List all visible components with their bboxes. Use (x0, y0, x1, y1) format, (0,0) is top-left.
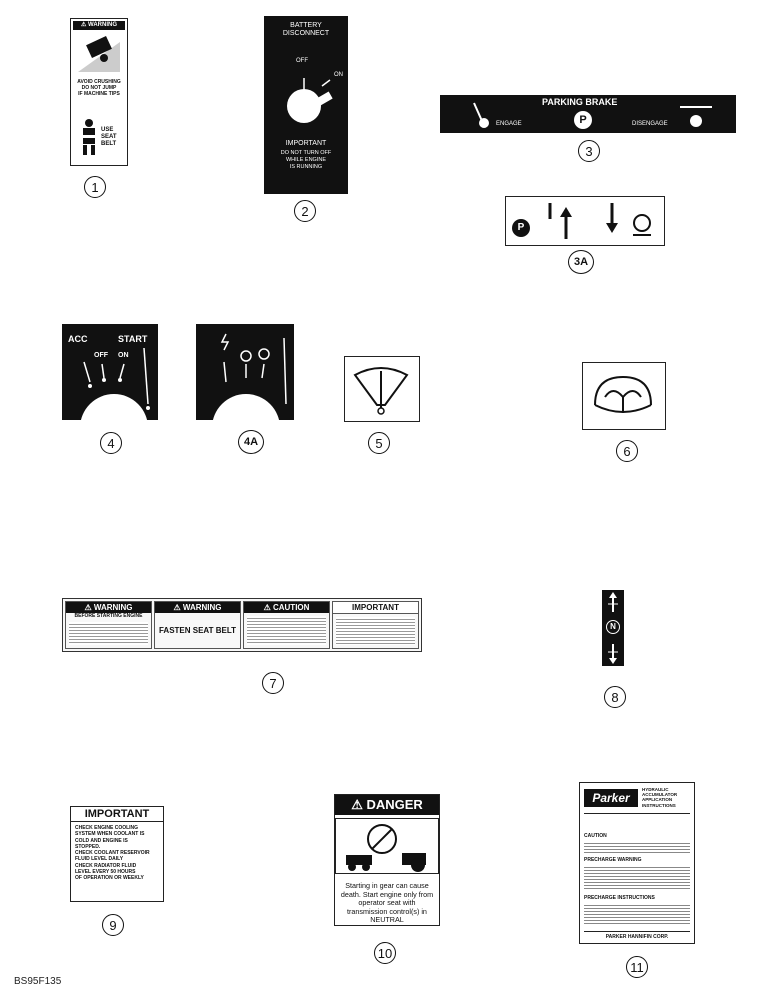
decal-7-caution: ⚠ CAUTION (243, 601, 330, 649)
callout-10: 10 (374, 942, 396, 964)
callout-6: 6 (616, 440, 638, 462)
callout-5: 5 (368, 432, 390, 454)
decal-4a-ignition-symbols (196, 324, 294, 420)
decal-2-on-label: ON (334, 72, 343, 78)
decal-2-title: BATTERY DISCONNECT (282, 22, 330, 37)
disengage-lever-icon (680, 106, 712, 127)
disconnect-switch-icon (287, 78, 333, 123)
decal-7-warning-starting: ⚠ WARNING BEFORE STARTING ENGINE (65, 601, 152, 649)
callout-2: 2 (294, 200, 316, 222)
decal-3-disengage: DISENGAGE (632, 121, 668, 127)
decal-3-title: PARKING BRAKE (542, 97, 618, 107)
arrow-down-icon (606, 203, 618, 233)
decal-2-battery-disconnect: BATTERY DISCONNECT OFF ON IMPORTANT DO N… (264, 16, 348, 194)
callout-9: 9 (102, 914, 124, 936)
decal-9-body: CHECK ENGINE COOLING SYSTEM WHEN COOLANT… (75, 825, 150, 882)
run-over-hazard-icon (335, 818, 439, 874)
release-circle-icon (633, 214, 651, 236)
ignition-symbols-dial-icon (212, 333, 287, 420)
decal-2-important: IMPORTANT (285, 140, 327, 147)
tipping-machine-icon (78, 36, 120, 72)
decal-9-title: IMPORTANT (71, 807, 163, 822)
wiper-icon (353, 367, 409, 415)
decal-9-coolant-important: IMPORTANT CHECK ENGINE COOLING SYSTEM WH… (70, 806, 164, 902)
decal-10-danger-start: ⚠ DANGER Starting in gear can cause deat… (334, 794, 440, 926)
callout-3: 3 (578, 140, 600, 162)
callout-7: 7 (262, 672, 284, 694)
decal-2-body: DO NOT TURN OFF WHILE ENGINE IS RUNNING (280, 150, 332, 170)
callout-1: 1 (84, 176, 106, 198)
decal-1-seat-belt-warning: ⚠ WARNING AVOID CRUSHING DO NOT JUMP IF … (70, 18, 128, 166)
decal-4-start: START (118, 334, 148, 344)
decal-11-warning: PRECHARGE WARNING (584, 857, 642, 863)
washer-wiper-icon (594, 375, 652, 413)
decal-1-belt-text: USE SEAT BELT (101, 127, 117, 147)
parker-logo: Parker (584, 789, 638, 807)
decal-11-footer: PARKER HANNIFIN CORP. (584, 931, 690, 940)
decal-3-parking-brake: PARKING BRAKE ENGAGE P DISENGAGE (440, 95, 736, 133)
decal-11-instructions: PRECHARGE INSTRUCTIONS (584, 895, 655, 901)
decal-4-off: OFF (94, 352, 108, 359)
decal-3-engage: ENGAGE (496, 121, 522, 127)
decal-7-important: IMPORTANT (332, 601, 419, 649)
decal-1-avoid-text: AVOID CRUSHING DO NOT JUMP IF MACHINE TI… (77, 79, 121, 97)
decal-4-on: ON (118, 352, 129, 359)
decal-5-wiper-symbol (344, 356, 420, 422)
callout-4: 4 (100, 432, 122, 454)
decal-3a-brake-symbols: P (505, 196, 665, 246)
decal-4-acc: ACC (68, 334, 88, 344)
decal-11-caution: CAUTION (584, 833, 607, 839)
arrow-up-icon (548, 203, 572, 239)
ignition-dial-icon (80, 347, 150, 420)
seated-operator-icon (79, 119, 99, 155)
decal-7-label-strip: ⚠ WARNING BEFORE STARTING ENGINE ⚠ WARNI… (62, 598, 422, 652)
neutral-n-icon: N (606, 620, 620, 634)
decal-4-ignition-switch: ACC OFF ON START (62, 324, 158, 420)
decal-11-parker-accumulator: Parker HYDRAULIC ACCUMULATOR APPLICATION… (579, 782, 695, 944)
decal-2-off-label: OFF (296, 58, 308, 64)
engage-lever-icon (473, 102, 489, 128)
callout-11: 11 (626, 956, 648, 978)
decal-6-washer-wiper-symbol (582, 362, 666, 430)
callout-8: 8 (604, 686, 626, 708)
decal-1-header: ⚠ WARNING (73, 21, 125, 30)
callout-4a: 4A (238, 430, 264, 454)
decal-10-body: Starting in gear can cause death. Start … (340, 881, 434, 924)
decal-11-subtitle: HYDRAULIC ACCUMULATOR APPLICATION INSTRU… (642, 787, 678, 808)
callout-3a: 3A (568, 250, 594, 274)
decal-10-header: ⚠ DANGER (335, 795, 439, 815)
figure-id: BS95F135 (14, 976, 62, 987)
decal-7-warning-seat-belt: ⚠ WARNING FASTEN SEAT BELT (154, 601, 241, 649)
forward-neutral-reverse-icon (608, 592, 618, 664)
decal-3-p-symbol: P (574, 111, 592, 129)
p-circle-icon: P (512, 219, 530, 237)
decal-8-neutral-indicator: N (602, 590, 624, 666)
